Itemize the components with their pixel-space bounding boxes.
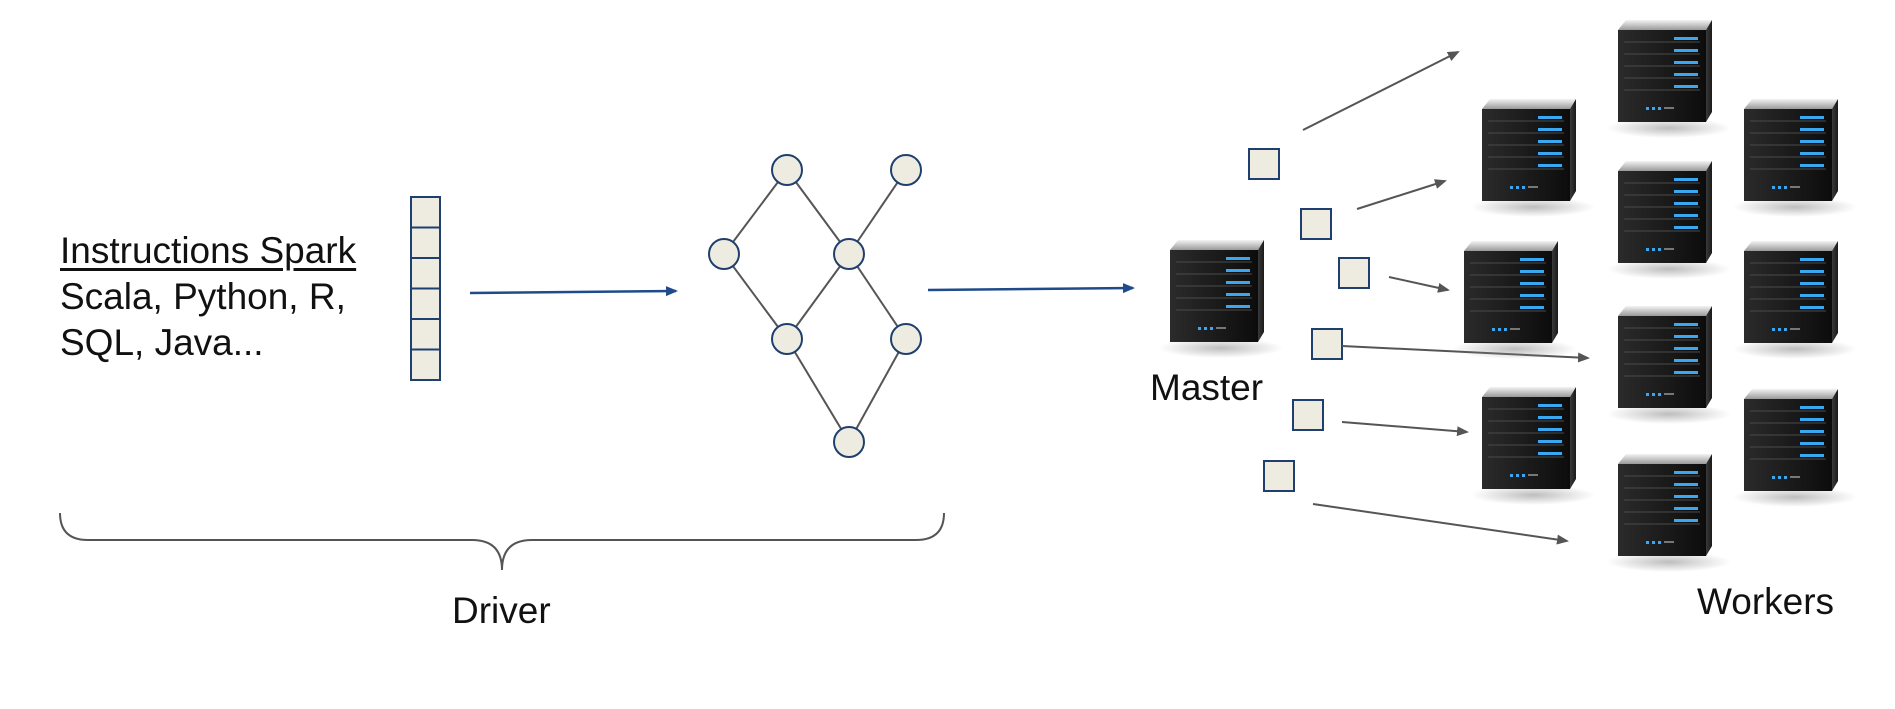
- master-server-icon: [1158, 239, 1284, 359]
- queue-cell: [410, 257, 441, 290]
- driver-brace: [59, 512, 945, 571]
- dag-node: [833, 238, 865, 270]
- task-box: [1292, 399, 1324, 431]
- dag-node: [890, 154, 922, 186]
- queue-cell: [410, 287, 441, 320]
- master-label: Master: [1150, 367, 1264, 408]
- dag-graph: [708, 154, 922, 458]
- dag-node: [708, 238, 740, 270]
- task-box: [1338, 257, 1370, 289]
- worker-server-icon: [1732, 388, 1858, 508]
- dag-edges: [723, 169, 907, 443]
- workers-label: Workers: [1697, 581, 1835, 622]
- instructions-languages-line2: SQL, Java...: [60, 322, 264, 363]
- worker-server-icon: [1732, 98, 1858, 218]
- worker-server-icon: [1606, 160, 1732, 280]
- task-box: [1311, 328, 1343, 360]
- instruction-queue: [410, 196, 441, 381]
- dag-node: [771, 323, 803, 355]
- arrow-to-worker: [1341, 421, 1469, 437]
- dag-node: [771, 154, 803, 186]
- arrow-to-dag: [469, 286, 678, 297]
- worker-server-icon: [1470, 386, 1596, 506]
- driver-label: Driver: [452, 590, 551, 631]
- task-boxes: [1248, 148, 1370, 492]
- instructions-languages-line1: Scala, Python, R,: [60, 276, 346, 317]
- dag-node: [833, 426, 865, 458]
- arrow-to-master: [927, 283, 1135, 294]
- arrow-to-worker: [1302, 51, 1460, 131]
- task-box: [1300, 208, 1332, 240]
- arrow-to-worker: [1388, 276, 1450, 293]
- instructions-title: Instructions Spark: [60, 230, 357, 271]
- dag-node: [890, 323, 922, 355]
- queue-cell: [410, 348, 441, 381]
- queue-cell: [410, 196, 441, 229]
- task-box: [1248, 148, 1280, 180]
- queue-cell: [410, 318, 441, 351]
- worker-server-icon: [1606, 453, 1732, 573]
- worker-server-icon: [1470, 98, 1596, 218]
- arrow-to-worker: [1356, 179, 1447, 210]
- worker-server-icon: [1732, 240, 1858, 360]
- worker-server-icon: [1606, 305, 1732, 425]
- task-box: [1263, 460, 1295, 492]
- worker-server-icon: [1452, 240, 1578, 360]
- worker-server-icon: [1606, 19, 1732, 139]
- queue-cell: [410, 226, 441, 259]
- arrow-to-worker: [1312, 503, 1569, 545]
- dag-nodes: [708, 154, 922, 458]
